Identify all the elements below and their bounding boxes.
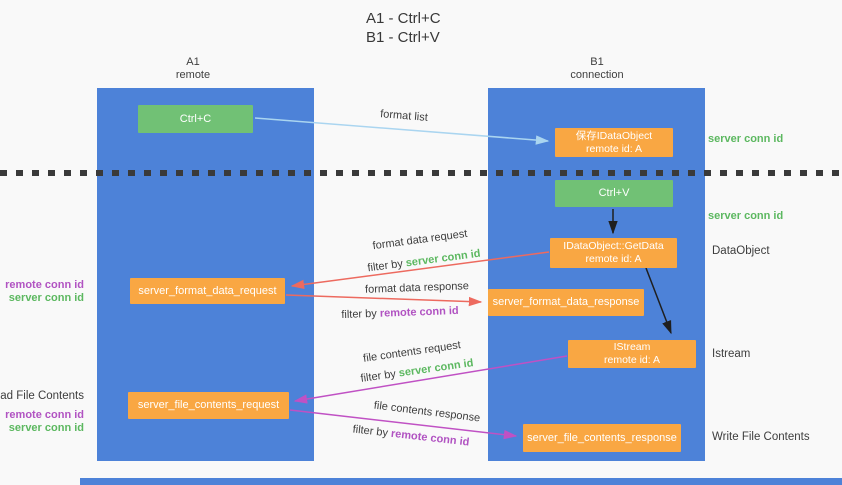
istream-line1: IStream [613, 341, 651, 353]
format-data-request-label: format data request [371, 227, 469, 253]
server-file-contents-response-label: server_file_contents_response [527, 431, 677, 444]
file-contents-response-label: file contents response [373, 399, 481, 425]
filter-value-server-conn-id-1: server conn id [405, 247, 482, 270]
server-file-contents-request-box: server_file_contents_request [128, 392, 289, 419]
istream-box: IStream remote id: A [568, 340, 696, 368]
lane-a1-id: A1 [186, 56, 200, 68]
lane-b1-label: connection [570, 69, 624, 81]
lane-header-a1: A1 remote [133, 56, 253, 82]
filter-value-remote-conn-id-4: remote conn id [390, 427, 470, 449]
ctrl-c-label: Ctrl+C [179, 112, 212, 125]
bottom-lane-edge [80, 478, 842, 485]
remote-conn-id-label-format: remote conn id [5, 279, 84, 291]
filter-by-text-1: filter by [366, 257, 404, 275]
format-data-response-arrow [285, 294, 483, 307]
server-file-contents-request-label: server_file_contents_request [137, 399, 280, 411]
istream-side-label: Istream [712, 348, 751, 360]
write-file-contents-label: Write File Contents [712, 431, 810, 443]
filter-value-server-conn-id-3: server conn id [398, 357, 475, 380]
file-contents-response-filter-label: filter by remote conn id [352, 423, 470, 448]
title-line-1: A1 - Ctrl+C [366, 10, 441, 27]
read-file-contents-label: Read File Contents [0, 390, 84, 402]
diagram-title: A1 - Ctrl+C B1 - Ctrl+V [366, 9, 441, 47]
lane-b1-id: B1 [590, 56, 604, 68]
save-idataobject-line2: remote id: A [585, 142, 643, 155]
save-idataobject-line1: 保存IDataObject [575, 129, 653, 142]
getdata-line1: IDataObject::GetData [563, 240, 664, 252]
getdata-line2: remote id: A [585, 253, 642, 265]
ctrl-c-box: Ctrl+C [138, 105, 253, 133]
server-conn-id-label-format: server conn id [8, 292, 84, 304]
server-file-contents-response-box: server_file_contents_response [523, 424, 681, 452]
lane-header-b1: B1 connection [537, 56, 657, 82]
format-data-response-filter-label: filter by remote conn id [341, 305, 459, 321]
filter-value-remote-conn-id-2: remote conn id [379, 304, 459, 320]
server-conn-id-label-file: server conn id [8, 422, 84, 434]
ctrl-v-label: Ctrl+V [598, 187, 630, 199]
filter-by-text-4: filter by [352, 423, 389, 440]
server-format-data-request-label: server_format_data_request [138, 284, 277, 297]
format-list-label: format list [379, 108, 429, 124]
server-format-data-response-box: server_format_data_response [488, 289, 644, 316]
title-line-2: B1 - Ctrl+V [366, 29, 440, 46]
server-format-data-request-box: server_format_data_request [130, 278, 285, 304]
filter-by-text-3: filter by [359, 368, 397, 385]
remote-conn-id-label-file: remote conn id [5, 409, 84, 421]
dataobject-side-label: DataObject [712, 245, 770, 257]
lane-a1-label: remote [175, 69, 211, 81]
save-idataobject-box: 保存IDataObject remote id: A [555, 128, 673, 157]
format-data-request-filter-label: filter by server conn id [367, 248, 481, 275]
ctrl-v-box: Ctrl+V [555, 180, 673, 207]
getdata-box: IDataObject::GetData remote id: A [550, 238, 677, 268]
server-conn-id-label-mid: server conn id [708, 210, 784, 222]
server-conn-id-label-top: server conn id [708, 133, 784, 145]
server-format-data-response-label: server_format_data_response [492, 296, 640, 308]
filter-by-text-2: filter by [341, 307, 378, 322]
format-data-response-label: format data response [364, 280, 470, 296]
istream-line2: remote id: A [603, 354, 661, 366]
